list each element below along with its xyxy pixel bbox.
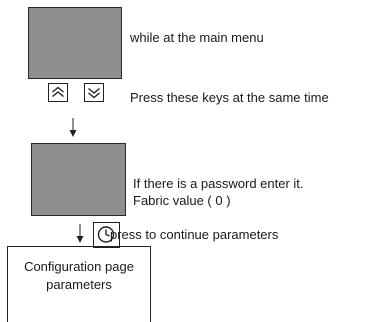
clock-icon — [97, 226, 115, 243]
display-screen-main-menu — [28, 7, 122, 79]
double-chevron-up-icon — [52, 86, 64, 98]
step-continue-text: press to continue parameters — [110, 227, 279, 242]
configuration-page-box: Configuration page parameters — [7, 246, 151, 322]
step-press-keys-text: Press these keys at the same time — [130, 90, 329, 105]
arrow-down-icon — [76, 224, 84, 243]
step-main-menu-text: while at the main menu — [130, 30, 264, 45]
down-key-button[interactable] — [84, 83, 104, 102]
display-screen-password — [31, 143, 126, 216]
clock-key-button[interactable] — [93, 222, 120, 248]
arrow-down-icon — [69, 118, 77, 137]
step-password-text: If there is a password enter it. — [133, 176, 304, 191]
step-fabric-value-text: Fabric value ( 0 ) — [133, 193, 231, 208]
double-chevron-down-icon — [88, 87, 100, 99]
config-box-line-1: Configuration page — [24, 259, 134, 274]
flow-arrow-2 — [75, 224, 85, 244]
flow-arrow-1 — [68, 118, 78, 138]
config-box-line-2: parameters — [46, 277, 112, 292]
up-key-button[interactable] — [48, 83, 68, 102]
